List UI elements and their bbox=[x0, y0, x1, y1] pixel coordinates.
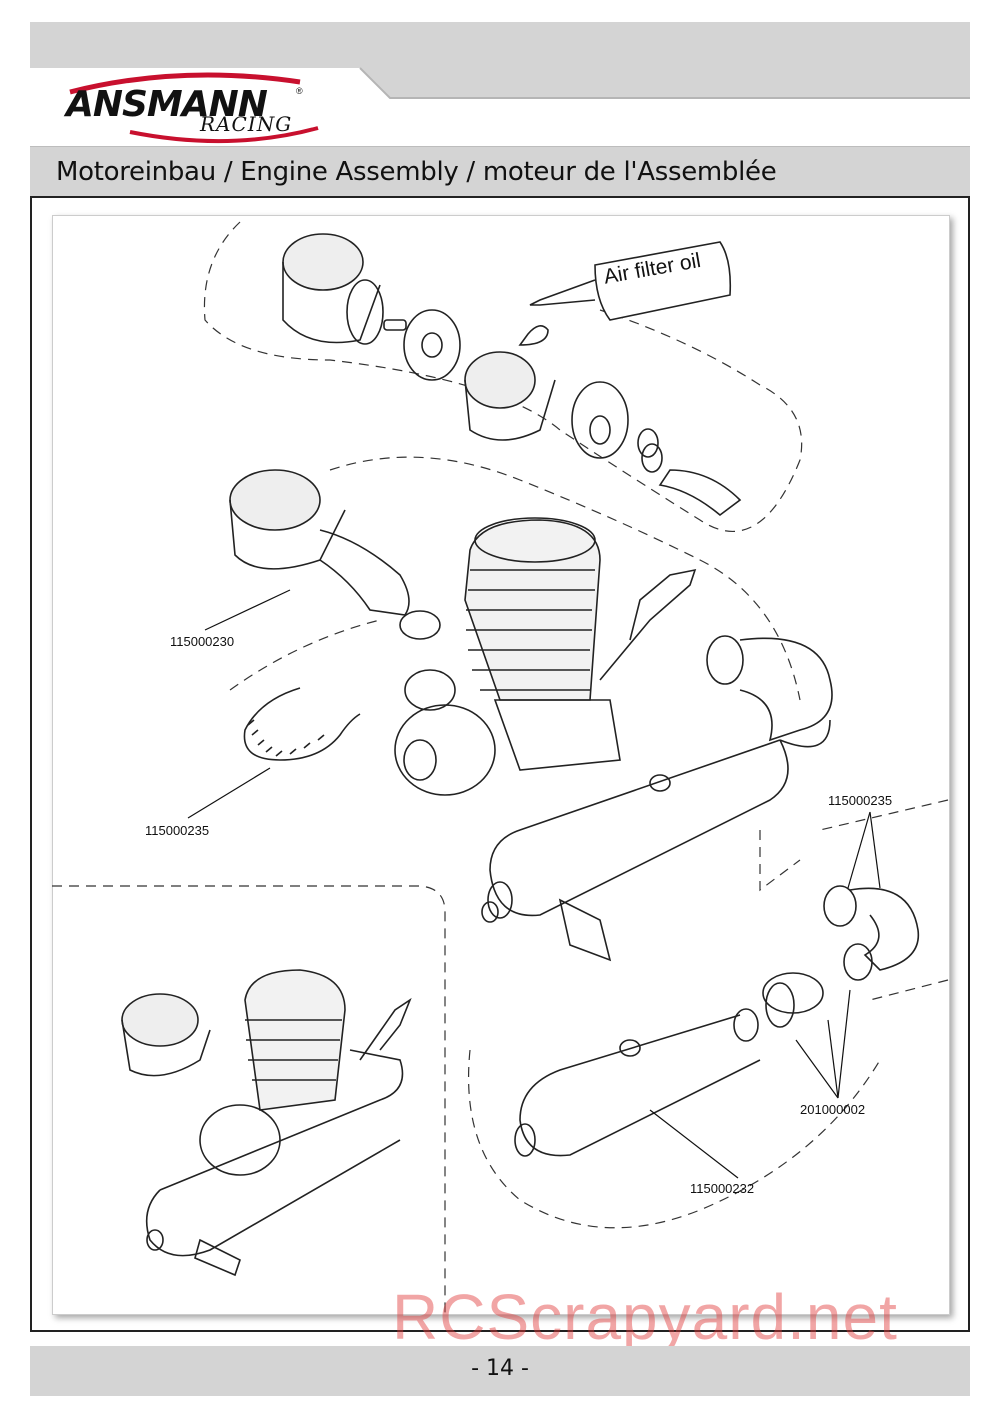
page-footer: - 14 - bbox=[30, 1346, 970, 1396]
spring-icon bbox=[243, 687, 361, 761]
part-label-spring-right: 115000235 bbox=[828, 793, 893, 808]
engine-icon bbox=[394, 517, 697, 796]
exhaust-icon bbox=[481, 635, 833, 962]
part-label-spring-left: 115000235 bbox=[145, 823, 210, 838]
inset-boundary bbox=[52, 885, 446, 1313]
part-label-air-filter: 115000230 bbox=[170, 634, 235, 649]
part-label-exhaust-seals: 201000002 bbox=[800, 1102, 866, 1117]
logo-swoosh-icon bbox=[69, 72, 319, 144]
page-title: Motoreinbau / Engine Assembly / moteur d… bbox=[56, 157, 777, 187]
registered-mark: ® bbox=[296, 86, 303, 96]
page-number: - 14 - bbox=[471, 1356, 529, 1381]
air-filter-icon bbox=[229, 469, 410, 616]
brand-name: ANSMANN bbox=[66, 84, 268, 125]
content-frame bbox=[30, 196, 970, 1332]
part-label-exhaust-pipe: 115000232 bbox=[690, 1181, 755, 1196]
air-filter-foam-icon bbox=[282, 233, 384, 345]
oil-bottle-icon bbox=[529, 241, 732, 321]
assembled-engine-icon bbox=[121, 969, 412, 1277]
watermark: RCScrapyard.net bbox=[392, 1281, 898, 1353]
brand-logo: ANSMANN ® RACING bbox=[60, 70, 320, 150]
brand-sub: RACING bbox=[200, 112, 293, 136]
header-band bbox=[30, 22, 970, 99]
section-title-bar: Motoreinbau / Engine Assembly / moteur d… bbox=[30, 146, 970, 197]
